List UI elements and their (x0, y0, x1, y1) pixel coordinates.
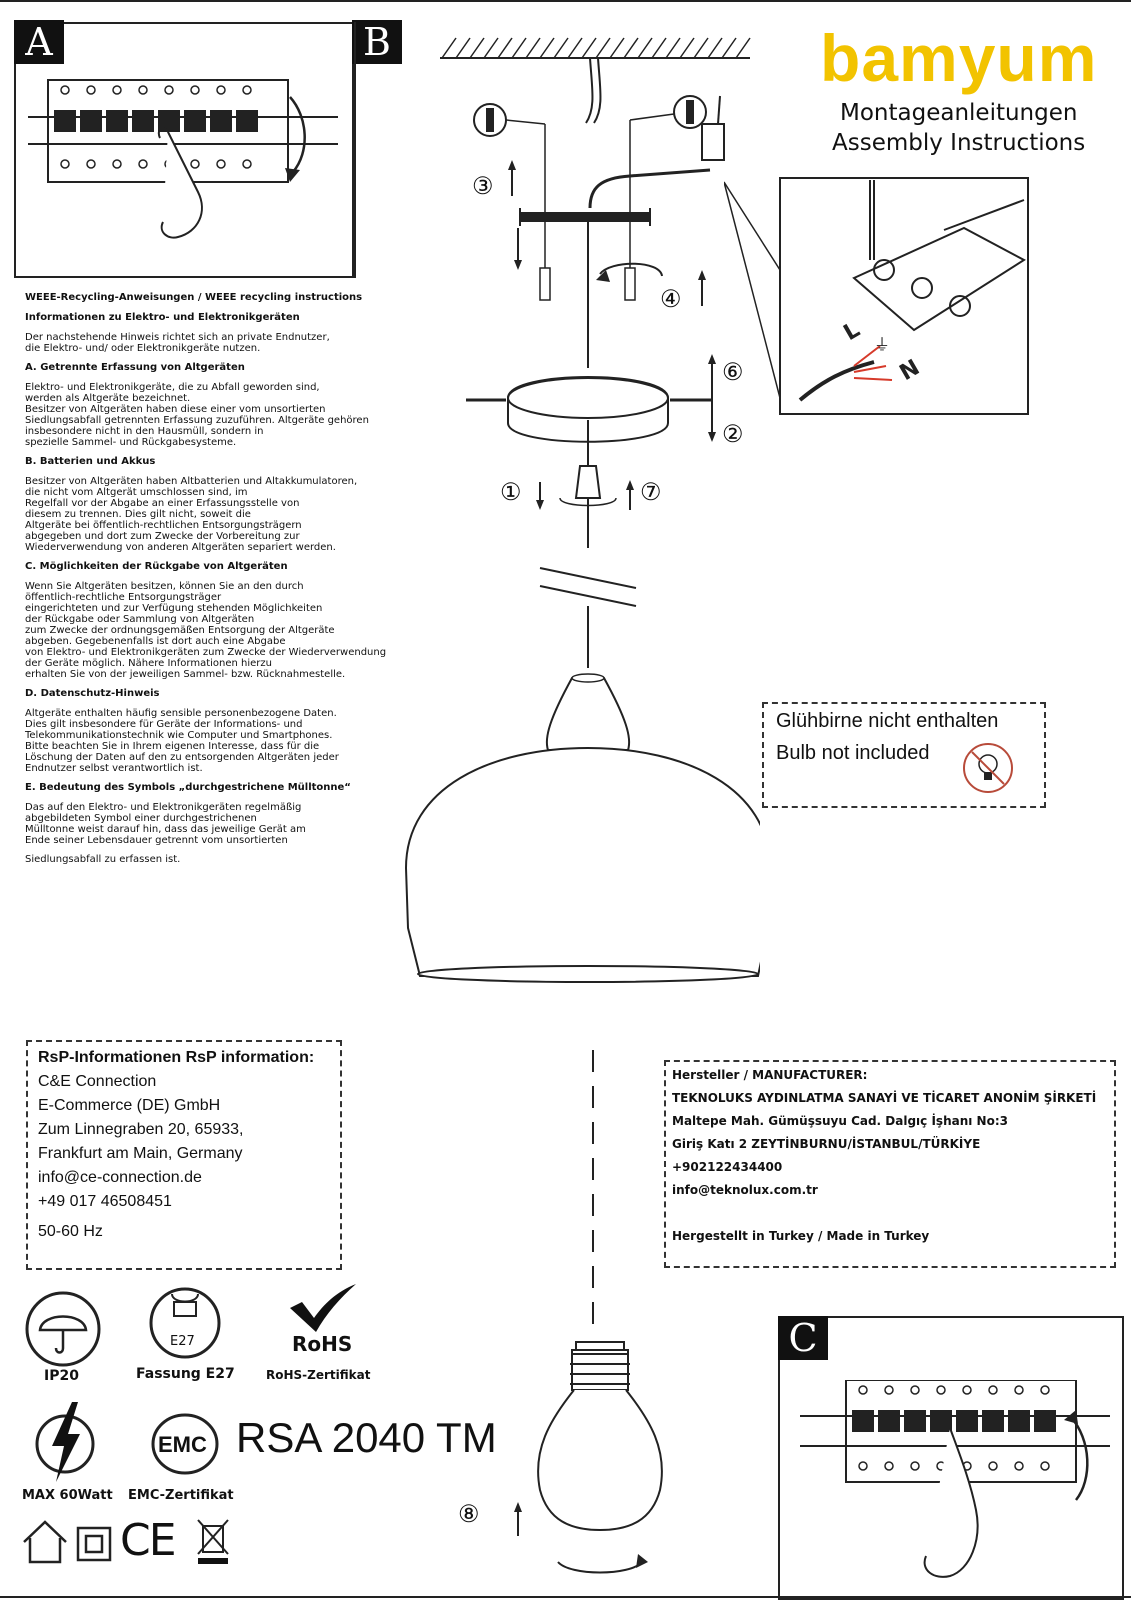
step-2: ② (722, 420, 744, 448)
weee-text-b: Besitzer von Altgeräten haben Altbatteri… (25, 476, 358, 553)
indoor-use-icon (23, 1520, 67, 1564)
weee-closing: Siedlungsabfall zu erfassen ist. (25, 854, 181, 865)
manufacturer-box (664, 1060, 1116, 1268)
panel-c (778, 1316, 1124, 1600)
rsp-title: RsP-Informationen RsP information: (38, 1049, 315, 1066)
bottom-border (0, 1596, 1131, 1598)
max-watt-label: MAX 60Watt (22, 1488, 113, 1503)
rsp-line: E-Commerce (DE) GmbH (38, 1097, 221, 1114)
rsp-line: C&E Connection (38, 1073, 157, 1090)
bulb-note-en: Bulb not included (776, 742, 930, 764)
rohs-check-icon (290, 1284, 356, 1332)
emc-icon (151, 1413, 219, 1475)
bulb-note-box (762, 702, 1046, 808)
weee-section: WEEE-Recycling-Anweisungen / WEEE recycl… (25, 292, 445, 873)
panel-b-label: B (352, 20, 402, 64)
rsp-info-box (26, 1040, 342, 1270)
lamp-assembly-illustration (404, 37, 760, 983)
weee-intro: Der nachstehende Hinweis richtet sich an… (25, 332, 330, 354)
rsp-frequency: 50-60 Hz (38, 1223, 103, 1240)
ip20-umbrella-icon (25, 1291, 101, 1367)
weee-heading-b: B. Batterien und Akkus (25, 456, 156, 467)
wiring-detail-illustration: L ⏚ N (724, 177, 1029, 415)
bulb-install-illustration (537, 1341, 663, 1574)
breaker-switch-off-illustration (28, 79, 338, 239)
e27-socket-icon (149, 1287, 221, 1359)
step-1: ① (500, 478, 522, 506)
emc-badge: EMC (158, 1432, 207, 1457)
rsp-phone: +49 017 46508451 (38, 1193, 172, 1210)
double-insulation-icon (76, 1526, 112, 1562)
step-arrows (508, 160, 716, 510)
step-6: ⑥ (722, 358, 744, 386)
panel-a-label: A (14, 20, 64, 64)
step-8-arrow (514, 1502, 522, 1536)
weee-text-a: Elektro- und Elektronikgeräte, die zu Ab… (25, 382, 369, 448)
weee-heading-a: A. Getrennte Erfassung von Altgeräten (25, 362, 245, 373)
subtitle-en: Assembly Instructions (832, 130, 1086, 156)
e27-badge: E27 (170, 1334, 195, 1349)
rsp-info: RsP-Informationen RsP information: C&E C… (38, 1046, 314, 1244)
weee-heading-d: D. Datenschutz-Hinweis (25, 688, 160, 699)
emc-label: EMC-Zertifikat (128, 1488, 234, 1503)
top-border (0, 0, 1131, 2)
weee-bin-icon (197, 1519, 229, 1564)
subtitle-de: Montageanleitungen (840, 100, 1078, 126)
rsp-line: Zum Linnegraben 20, 65933, (38, 1121, 244, 1138)
center-guide-line (592, 1050, 594, 1330)
step-8: ⑧ (458, 1500, 480, 1528)
panel-c-label: C (778, 1316, 828, 1360)
rsp-line: Frankfurt am Main, Germany (38, 1145, 243, 1162)
rsp-email: info@ce-connection.de (38, 1169, 202, 1186)
manufacturer-title: Hersteller / MANUFACTURER: (672, 1068, 868, 1082)
wire-earth-label: ⏚ (874, 335, 890, 354)
manufacturer-line (672, 1202, 1096, 1225)
rohs-badge: RoHS (292, 1332, 353, 1356)
brand-logo: bamyum (820, 21, 1098, 95)
no-bulb-icon (963, 743, 1013, 793)
panel-b-divider (354, 22, 356, 278)
manufacturer-line: Maltepe Mah. Gümüşsuyu Cad. Dalgıç İşhan… (672, 1114, 1008, 1128)
panel-a (14, 22, 354, 278)
rohs-label: RoHS-Zertifikat (266, 1368, 371, 1382)
step-3: ③ (472, 172, 494, 200)
model-number: RSA 2040 TM (236, 1414, 497, 1461)
manufacturer-origin: Hergestellt in Turkey / Made in Turkey (672, 1229, 930, 1243)
weee-text-c: Wenn Sie Altgeräten besitzen, können Sie… (25, 581, 387, 680)
weee-heading-e: E. Bedeutung des Symbols „durchgestriche… (25, 782, 351, 793)
socket-label: Fassung E27 (136, 1366, 235, 1382)
manufacturer-line: TEKNOLUKS AYDINLATMA SANAYİ VE TİCARET A… (672, 1091, 1097, 1105)
breaker-switch-on-illustration (800, 1380, 1110, 1578)
lightning-icon (35, 1402, 95, 1482)
weee-title: WEEE-Recycling-Anweisungen / WEEE recycl… (25, 292, 363, 303)
weee-text-d: Altgeräte enthalten häufig sensible pers… (25, 708, 339, 774)
ip20-label: IP20 (44, 1368, 79, 1384)
step-7: ⑦ (640, 478, 662, 506)
ce-mark: CE (120, 1515, 177, 1566)
manufacturer-info: Hersteller / MANUFACTURER: TEKNOLUKS AYD… (672, 1064, 1096, 1248)
bulb-note-de: Glühbirne nicht enthalten (776, 710, 999, 732)
weee-heading-c: C. Möglichkeiten der Rückgabe von Altger… (25, 561, 288, 572)
weee-text-e: Das auf den Elektro- und Elektronikgerät… (25, 802, 306, 846)
manufacturer-email: info@teknolux.com.tr (672, 1183, 818, 1197)
manufacturer-phone: +902122434400 (672, 1160, 783, 1174)
weee-subtitle: Informationen zu Elektro- und Elektronik… (25, 312, 300, 323)
step-4: ④ (660, 285, 682, 313)
manufacturer-line: Giriş Katı 2 ZEYTİNBURNU/İSTANBUL/TÜRKİY… (672, 1137, 981, 1151)
